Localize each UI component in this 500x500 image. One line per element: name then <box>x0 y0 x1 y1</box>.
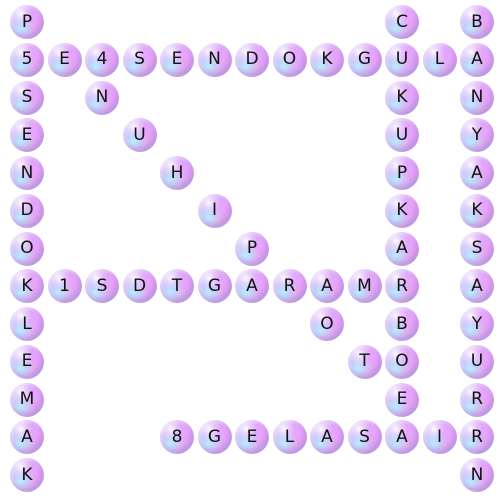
letter-tile[interactable]: R <box>385 269 419 304</box>
letter-tile[interactable]: T <box>347 344 382 379</box>
letter-tile[interactable]: R <box>460 382 494 417</box>
letter-tile[interactable]: K <box>310 42 344 77</box>
letter-tile[interactable]: O <box>10 231 44 266</box>
letter-tile[interactable]: U <box>122 118 157 153</box>
letter-tile[interactable]: K <box>385 193 419 228</box>
letter-tile[interactable]: M <box>347 269 382 304</box>
letter-tile[interactable]: L <box>272 420 307 455</box>
letter-tile[interactable]: A <box>310 269 344 304</box>
letter-tile[interactable]: H <box>160 156 194 190</box>
letter-tile[interactable]: G <box>197 269 232 304</box>
letter-tile[interactable]: G <box>197 420 232 455</box>
letter-tile[interactable]: N <box>460 80 494 115</box>
letter-tile[interactable]: A <box>385 420 419 455</box>
letter-tile[interactable]: O <box>385 344 419 379</box>
letter-tile[interactable]: K <box>385 80 419 115</box>
letter-tile[interactable]: U <box>460 344 494 379</box>
letter-tile[interactable]: L <box>422 42 457 77</box>
letter-tile[interactable]: K <box>460 193 494 228</box>
letter-tile[interactable]: S <box>347 420 382 455</box>
letter-tile[interactable]: R <box>272 269 307 304</box>
letter-tile[interactable]: N <box>460 458 494 492</box>
letter-tile[interactable]: A <box>310 420 344 455</box>
letter-tile[interactable]: D <box>235 42 269 77</box>
letter-tile[interactable]: E <box>235 420 269 455</box>
letter-tile[interactable]: A <box>460 156 494 190</box>
letter-tile[interactable]: S <box>122 42 157 77</box>
letter-tile[interactable]: K <box>10 458 44 492</box>
letter-tile[interactable]: E <box>385 382 419 417</box>
letter-tile[interactable]: B <box>460 5 494 39</box>
letter-tile[interactable]: N <box>10 156 44 190</box>
letter-tile[interactable]: 5 <box>10 42 44 77</box>
letter-tile[interactable]: K <box>10 269 44 304</box>
letter-tile[interactable]: S <box>460 231 494 266</box>
letter-tile[interactable]: A <box>235 269 269 304</box>
letter-tile[interactable]: G <box>347 42 382 77</box>
letter-tile[interactable]: O <box>310 307 344 341</box>
letter-tile[interactable]: P <box>235 231 269 266</box>
letter-tile[interactable]: E <box>160 42 194 77</box>
letter-tile[interactable]: S <box>10 80 44 115</box>
letter-tile[interactable]: A <box>460 269 494 304</box>
letter-tile[interactable]: I <box>197 193 232 228</box>
letter-tile[interactable]: P <box>385 156 419 190</box>
letter-tile[interactable]: T <box>160 269 194 304</box>
letter-tile[interactable]: A <box>460 42 494 77</box>
letter-tile[interactable]: N <box>85 80 119 115</box>
letter-tile[interactable]: 4 <box>85 42 119 77</box>
letter-tile[interactable]: E <box>10 344 44 379</box>
letter-tile[interactable]: 8 <box>160 420 194 455</box>
letter-tile[interactable]: Y <box>460 118 494 153</box>
letter-tile[interactable]: R <box>460 420 494 455</box>
letter-tile[interactable]: C <box>385 5 419 39</box>
letter-tile[interactable]: B <box>385 307 419 341</box>
letter-tile[interactable]: Y <box>460 307 494 341</box>
letter-tile[interactable]: M <box>10 382 44 417</box>
letter-tile[interactable]: D <box>10 193 44 228</box>
letter-tile[interactable]: L <box>10 307 44 341</box>
letter-tile[interactable]: P <box>10 5 44 39</box>
letter-tile[interactable]: A <box>385 231 419 266</box>
letter-tile[interactable]: U <box>385 118 419 153</box>
letter-tile[interactable]: N <box>197 42 232 77</box>
letter-tile[interactable]: I <box>422 420 457 455</box>
letter-tile[interactable]: S <box>85 269 119 304</box>
letter-tile[interactable]: E <box>10 118 44 153</box>
letter-tile[interactable]: 1 <box>47 269 82 304</box>
letter-tile[interactable]: U <box>385 42 419 77</box>
letter-tile[interactable]: A <box>10 420 44 455</box>
letter-tile[interactable]: D <box>122 269 157 304</box>
letter-tile[interactable]: O <box>272 42 307 77</box>
letter-tile[interactable]: E <box>47 42 82 77</box>
